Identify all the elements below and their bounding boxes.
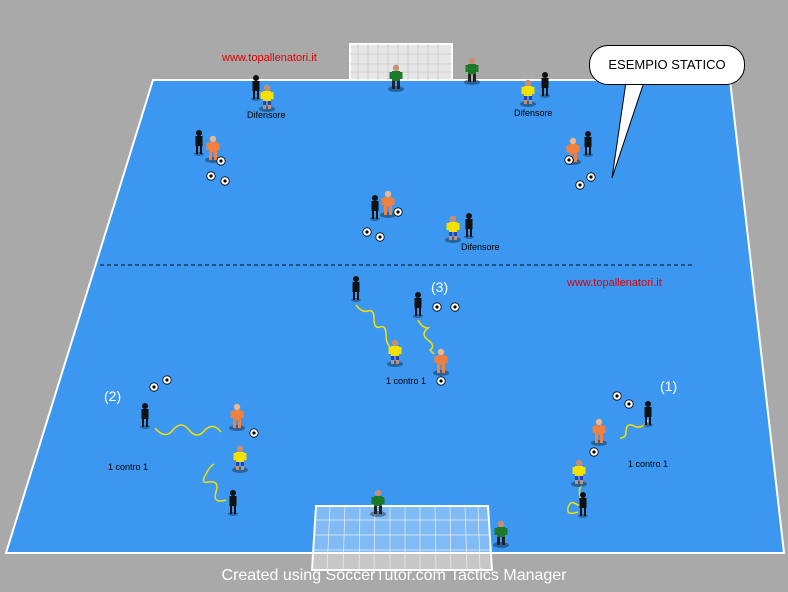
label-defender-top-left: Difensore — [247, 110, 286, 120]
goal-icon — [310, 505, 494, 571]
watermark-mid: www.topallenatori.it — [567, 277, 662, 289]
label-one-vs-one-center: 1 contro 1 — [386, 376, 427, 386]
group-number-2: (2) — [104, 388, 122, 404]
watermark-top: www.topallenatori.it — [222, 52, 317, 64]
label-defender-top-right: Difensore — [514, 108, 553, 118]
callout-static-example: ESEMPIO STATICO — [589, 45, 745, 85]
label-defender-center: Difensore — [461, 242, 500, 252]
footer-credit: Created using SoccerTutor.com Tactics Ma… — [221, 567, 567, 584]
goal-icon — [349, 43, 453, 81]
pitch — [4, 79, 786, 554]
dribble-path-icon — [154, 304, 649, 515]
group-number-3: (3) — [431, 279, 449, 295]
label-one-vs-one-right: 1 contro 1 — [628, 459, 669, 469]
group-number-1: (1) — [660, 378, 678, 394]
label-one-vs-one-left: 1 contro 1 — [108, 462, 149, 472]
